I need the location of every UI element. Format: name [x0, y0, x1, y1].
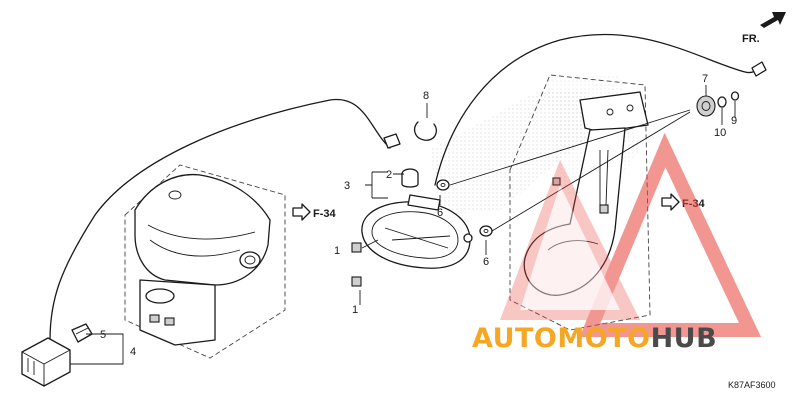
rear-cover-housing [134, 173, 271, 346]
brand-watermark: AUTOMOTOHUB [472, 132, 762, 354]
bolt [730, 91, 740, 101]
ref-arrow-left [292, 203, 311, 221]
harness-coupler [21, 337, 71, 387]
leader-lines [70, 85, 736, 365]
ref-arrow-right [661, 193, 680, 211]
callout-10: 10 [714, 127, 726, 139]
shading-region-center [430, 90, 585, 215]
callout-7: 7 [702, 73, 708, 85]
bracket-dashed-outline [509, 74, 651, 331]
watermark-brand-part2: HUB [651, 323, 718, 354]
drawing-code: K87AF3600 [728, 380, 776, 390]
svg-text:AUTOMOTOHUB: AUTOMOTOHUB [472, 323, 717, 354]
callout-5: 5 [100, 329, 106, 341]
bulb-socket [401, 168, 419, 188]
collar [717, 96, 727, 108]
washer-upper [436, 179, 450, 191]
ref-label-left: F-34 [313, 208, 337, 220]
callout-1-lower: 1 [352, 304, 358, 316]
wire-connector-top [383, 133, 401, 149]
wiring-harness [49, 98, 391, 341]
callout-8: 8 [423, 90, 429, 102]
callout-9: 9 [731, 115, 737, 127]
callout-4: 4 [130, 346, 136, 358]
callout-6-upper: 6 [437, 207, 443, 219]
nut-upper [351, 242, 362, 253]
wiring-harness-upper [434, 33, 760, 186]
cover-dashed-outline [124, 164, 286, 359]
license-bracket [523, 91, 649, 296]
washer-lower [479, 225, 493, 237]
front-arrow [760, 12, 786, 28]
watermark-triangle-logo [500, 132, 762, 337]
watermark-brand-part1: AUTOMOTO [472, 323, 651, 354]
callout-2: 2 [386, 169, 392, 181]
callout-3: 3 [344, 180, 350, 192]
retaining-ring [413, 121, 438, 141]
tail-light-assembly [361, 194, 473, 269]
callout-6-lower: 6 [483, 256, 489, 268]
front-indicator: FR. [742, 33, 760, 45]
nut-lower [351, 276, 362, 287]
callout-1-upper: 1 [334, 245, 340, 257]
harness-clip [71, 323, 93, 343]
wire-connector-right [751, 61, 767, 77]
grommet [696, 95, 716, 117]
